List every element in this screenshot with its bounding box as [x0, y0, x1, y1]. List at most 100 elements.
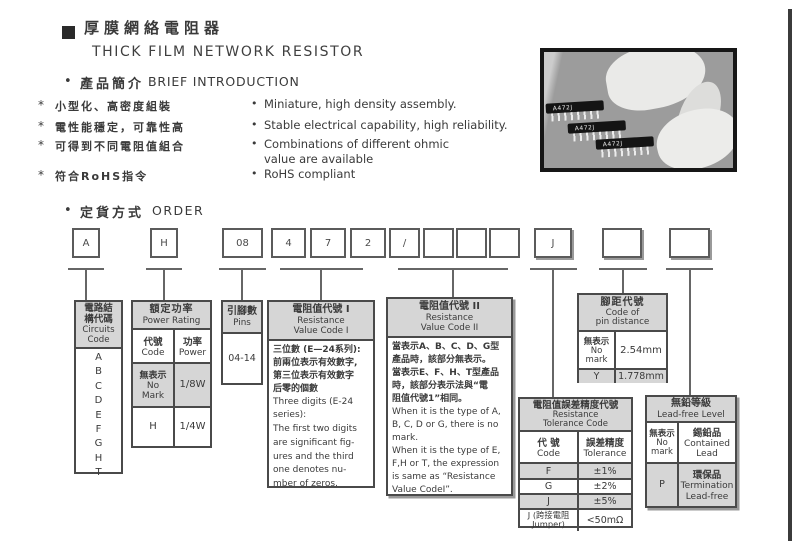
circuits-code-box: 電路結 構代碼 Circuits Code A B C D E F G H T — [74, 300, 123, 478]
resistance-code-1-box: 電阻值代號 I Resistance Value Code I 三位數 (E—2… — [267, 300, 375, 489]
order-box-circuit: A — [72, 228, 100, 258]
bullet-icon: • — [64, 74, 72, 89]
header-en: Power Rating — [142, 315, 201, 326]
tolerance-header: 電阻值誤差精度代號 Resistance Tolerance Code — [520, 399, 631, 432]
header-en: Resistance Value Code II — [420, 312, 479, 334]
power-col-code: 代號 Code — [141, 336, 165, 358]
header-en: Resistance Value Code I — [293, 315, 349, 337]
power-col-power: 功率 Power — [173, 329, 210, 362]
lead-free-nomark-code: 無表示 No mark — [649, 428, 675, 457]
header-zh: 無鉛等級 — [671, 398, 711, 409]
pin-distance-nomark-code: 無表示 No mark — [583, 336, 610, 366]
header-zh: 電阻值代號 I — [292, 304, 350, 315]
power-rating-header: 額定功率 Power Rating — [133, 302, 210, 330]
tolerance-row-f-code: F — [520, 462, 577, 478]
order-box-digit-2: 7 — [310, 228, 346, 258]
connector-line — [552, 270, 554, 397]
resistor-pins — [551, 110, 602, 122]
intro-en: Miniature, high density assembly. — [264, 97, 457, 111]
tolerance-row-j-value: ±5% — [577, 493, 631, 508]
header-zh: 腳距代號 — [600, 297, 645, 308]
connector-line — [241, 270, 243, 300]
intro-zh: 可得到不同電阻值組合 — [55, 140, 185, 153]
page-edge-line — [788, 9, 792, 541]
connector-line — [163, 270, 165, 300]
lead-free-p-code: P — [647, 461, 677, 506]
header-zh: 額定功率 — [149, 304, 194, 315]
connector-bar — [398, 268, 508, 270]
order-heading-en: ORDER — [152, 203, 205, 218]
bullet-icon: • — [64, 203, 72, 218]
power-rating-box: 額定功率 Power Rating 代號 Code 功率 Power 無表示 N… — [131, 300, 212, 448]
bullet-icon: • — [251, 137, 258, 150]
header-en: Pins — [233, 317, 251, 328]
header-zh: 電阻值誤差精度代號 — [532, 400, 619, 411]
tolerance-col-tol: 誤差精度 Tolerance — [577, 432, 631, 462]
connector-line — [452, 270, 454, 298]
pins-box: 引腳數 Pins 04-14 — [221, 300, 263, 385]
intro-zh: 符合RoHS指令 — [55, 170, 149, 183]
lead-free-p-name: 環保品 Termination Lead-free — [677, 461, 735, 506]
pin-distance-y-value: 1.778mm — [614, 368, 666, 384]
resistor-network: A472J — [545, 100, 605, 122]
bullet-icon: • — [251, 97, 258, 110]
resistance-code-2-box: 電阻值代號 II Resistance Value Code II 當表示A、B… — [386, 297, 513, 496]
asterisk-icon: * — [38, 119, 44, 133]
power-row-nomark-value: 1/8W — [173, 361, 210, 406]
header-en: Resistance Tolerance Code — [543, 410, 608, 429]
lead-free-box: 無鉛等級 Lead-free Level 無表示 No mark 錫鉛品 Con… — [645, 395, 737, 508]
tolerance-box: 電阻值誤差精度代號 Resistance Tolerance Code 代 號 … — [518, 397, 633, 531]
pin-distance-y-code: Y — [579, 368, 614, 384]
asterisk-icon: * — [38, 168, 44, 182]
power-row-h-value: 1/4W — [173, 405, 210, 446]
header-en: Code of pin distance — [595, 307, 650, 328]
bullet-icon: • — [251, 118, 258, 131]
intro-zh: 電性能穩定，可靠性高 — [55, 121, 185, 134]
connector-bar — [280, 268, 363, 270]
lead-free-header: 無鉛等級 Lead-free Level — [647, 397, 735, 423]
intro-en: RoHS compliant — [264, 167, 356, 181]
bullet-icon: • — [251, 167, 258, 180]
order-box-tolerance: J — [534, 228, 572, 258]
intro-en: Stable electrical capability, high relia… — [264, 118, 508, 132]
intro-heading-en: BRIEF INTRODUCTION — [148, 74, 300, 89]
tolerance-row-jumper-code: J (跨接電阻 Jumper) — [520, 508, 577, 531]
asterisk-icon: * — [38, 138, 44, 152]
tolerance-row-g-code: G — [520, 478, 577, 493]
tolerance-row-j-code: J — [520, 493, 577, 508]
connector-line — [689, 270, 691, 395]
order-box-digit-3: 2 — [350, 228, 386, 258]
power-row-h-code: H — [133, 405, 173, 447]
resistance-code-2-header: 電阻值代號 II Resistance Value Code II — [388, 299, 511, 338]
resistance-code-1-body: 三位數 (E—24系列): 前兩位表示有效數字, 第三位表示有效數字 后零的個數… — [273, 344, 361, 490]
tolerance-row-g-value: ±2% — [577, 478, 631, 493]
resistance-code-1-header: 電阻值代號 I Resistance Value Code I — [269, 302, 373, 341]
order-box-blank — [456, 228, 487, 258]
order-box-pins: 08 — [222, 228, 263, 258]
pin-distance-header: 腳距代號 Code of pin distance — [579, 295, 666, 333]
pin-distance-box: 腳距代號 Code of pin distance 無表示 No mark 2.… — [577, 293, 668, 384]
lead-free-nomark-name: 錫鉛品 Contained Lead — [677, 422, 735, 462]
connector-bar — [599, 268, 647, 270]
pins-header: 引腳數 Pins — [223, 302, 261, 334]
connector-bar — [666, 268, 713, 270]
resistor-network: A472J — [595, 136, 655, 158]
connector-bar — [219, 268, 266, 270]
order-box-leadfree — [669, 228, 710, 258]
order-box-blank — [423, 228, 454, 258]
pin-distance-nomark-value: 2.54mm — [614, 332, 666, 369]
order-heading-zh: 定貨方式 — [80, 206, 145, 221]
connector-bar — [146, 268, 182, 270]
order-box-pitch — [602, 228, 642, 258]
circuit-code-list: A B C D E F G H T — [94, 352, 103, 479]
order-box-digit-1: 4 — [271, 228, 306, 258]
order-box-power: H — [150, 228, 178, 258]
header-zh: 引腳數 — [227, 306, 257, 317]
page-title-en: THICK FILM NETWORK RESISTOR — [92, 44, 365, 60]
header-zh: 電路結 構代碼 — [84, 303, 113, 325]
intro-en: Combinations of different ohmic value ar… — [264, 137, 450, 166]
tolerance-col-code: 代 號 Code — [536, 438, 561, 459]
tolerance-row-jumper-value: <50mΩ — [577, 508, 631, 531]
pins-value: 04-14 — [228, 352, 256, 364]
